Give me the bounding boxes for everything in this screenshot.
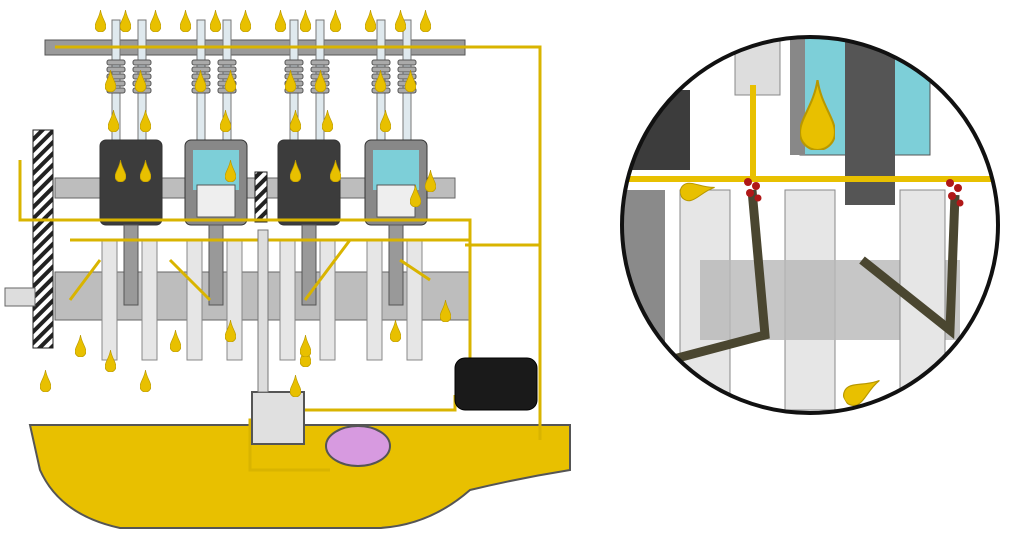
crank-web (141, 239, 158, 361)
crankshaft-nose (4, 287, 36, 307)
valve-spring (106, 59, 126, 66)
connecting-rod (301, 224, 317, 306)
oil-drop (290, 375, 301, 397)
flywheel (32, 129, 54, 349)
oil-drop (330, 10, 341, 32)
valve-spring (132, 66, 152, 73)
oil-pan (28, 424, 571, 529)
oil-drop (180, 10, 191, 32)
connecting-rod (208, 224, 224, 306)
valve-spring (310, 59, 330, 66)
oil-drop (210, 10, 221, 32)
detail-oil-passage (668, 189, 770, 365)
crank-web (406, 239, 423, 361)
detail-block-left (622, 90, 690, 170)
detail-magnifier (620, 35, 1000, 415)
pump-shaft (257, 229, 269, 393)
oil-lines (18, 45, 542, 472)
valve-spring (284, 59, 304, 66)
oil-drop (95, 10, 106, 32)
oil-drop (240, 10, 251, 32)
valve-spring (284, 66, 304, 73)
valve-spring (106, 66, 126, 73)
oil-pump (251, 391, 305, 445)
oil-drop (170, 330, 181, 352)
piston (196, 184, 236, 218)
connecting-rod (388, 224, 404, 306)
oil-pickup-strainer (325, 425, 391, 467)
timing-chain (254, 171, 268, 223)
valve-spring (397, 59, 417, 66)
oil-drop (275, 10, 286, 32)
oil-drop (75, 335, 86, 357)
oil-drop (140, 370, 151, 392)
crank-web (101, 239, 118, 361)
detail-feed-line (750, 85, 756, 180)
valve-spring (217, 59, 237, 66)
valve-spring (132, 59, 152, 66)
oil-drop (300, 10, 311, 32)
oil-drop (150, 10, 161, 32)
crank-web (186, 239, 203, 361)
connecting-rod (123, 224, 139, 306)
valve-spring (397, 66, 417, 73)
oil-filter (454, 357, 538, 411)
oil-drop (40, 370, 51, 392)
detail-main-gallery (622, 176, 998, 182)
magnifier-rim (620, 35, 1000, 415)
oil-drop (390, 320, 401, 342)
valve-spring (217, 66, 237, 73)
coolant-chamber (373, 150, 419, 190)
valve-spring (371, 59, 391, 66)
cylinder (277, 139, 341, 226)
crank-web (319, 239, 336, 361)
oil-drop (395, 10, 406, 32)
detail-oil-passage (859, 194, 960, 340)
oil-drop (120, 10, 131, 32)
oil-drop (300, 335, 311, 357)
engine-cutaway (4, 10, 571, 529)
piston (376, 184, 416, 218)
oil-drop (420, 10, 431, 32)
oil-drop (365, 10, 376, 32)
crank-web (279, 239, 296, 361)
crank-web (366, 239, 383, 361)
detail-block-gray (622, 190, 665, 410)
valve-spring (191, 59, 211, 66)
cylinder (99, 139, 163, 226)
